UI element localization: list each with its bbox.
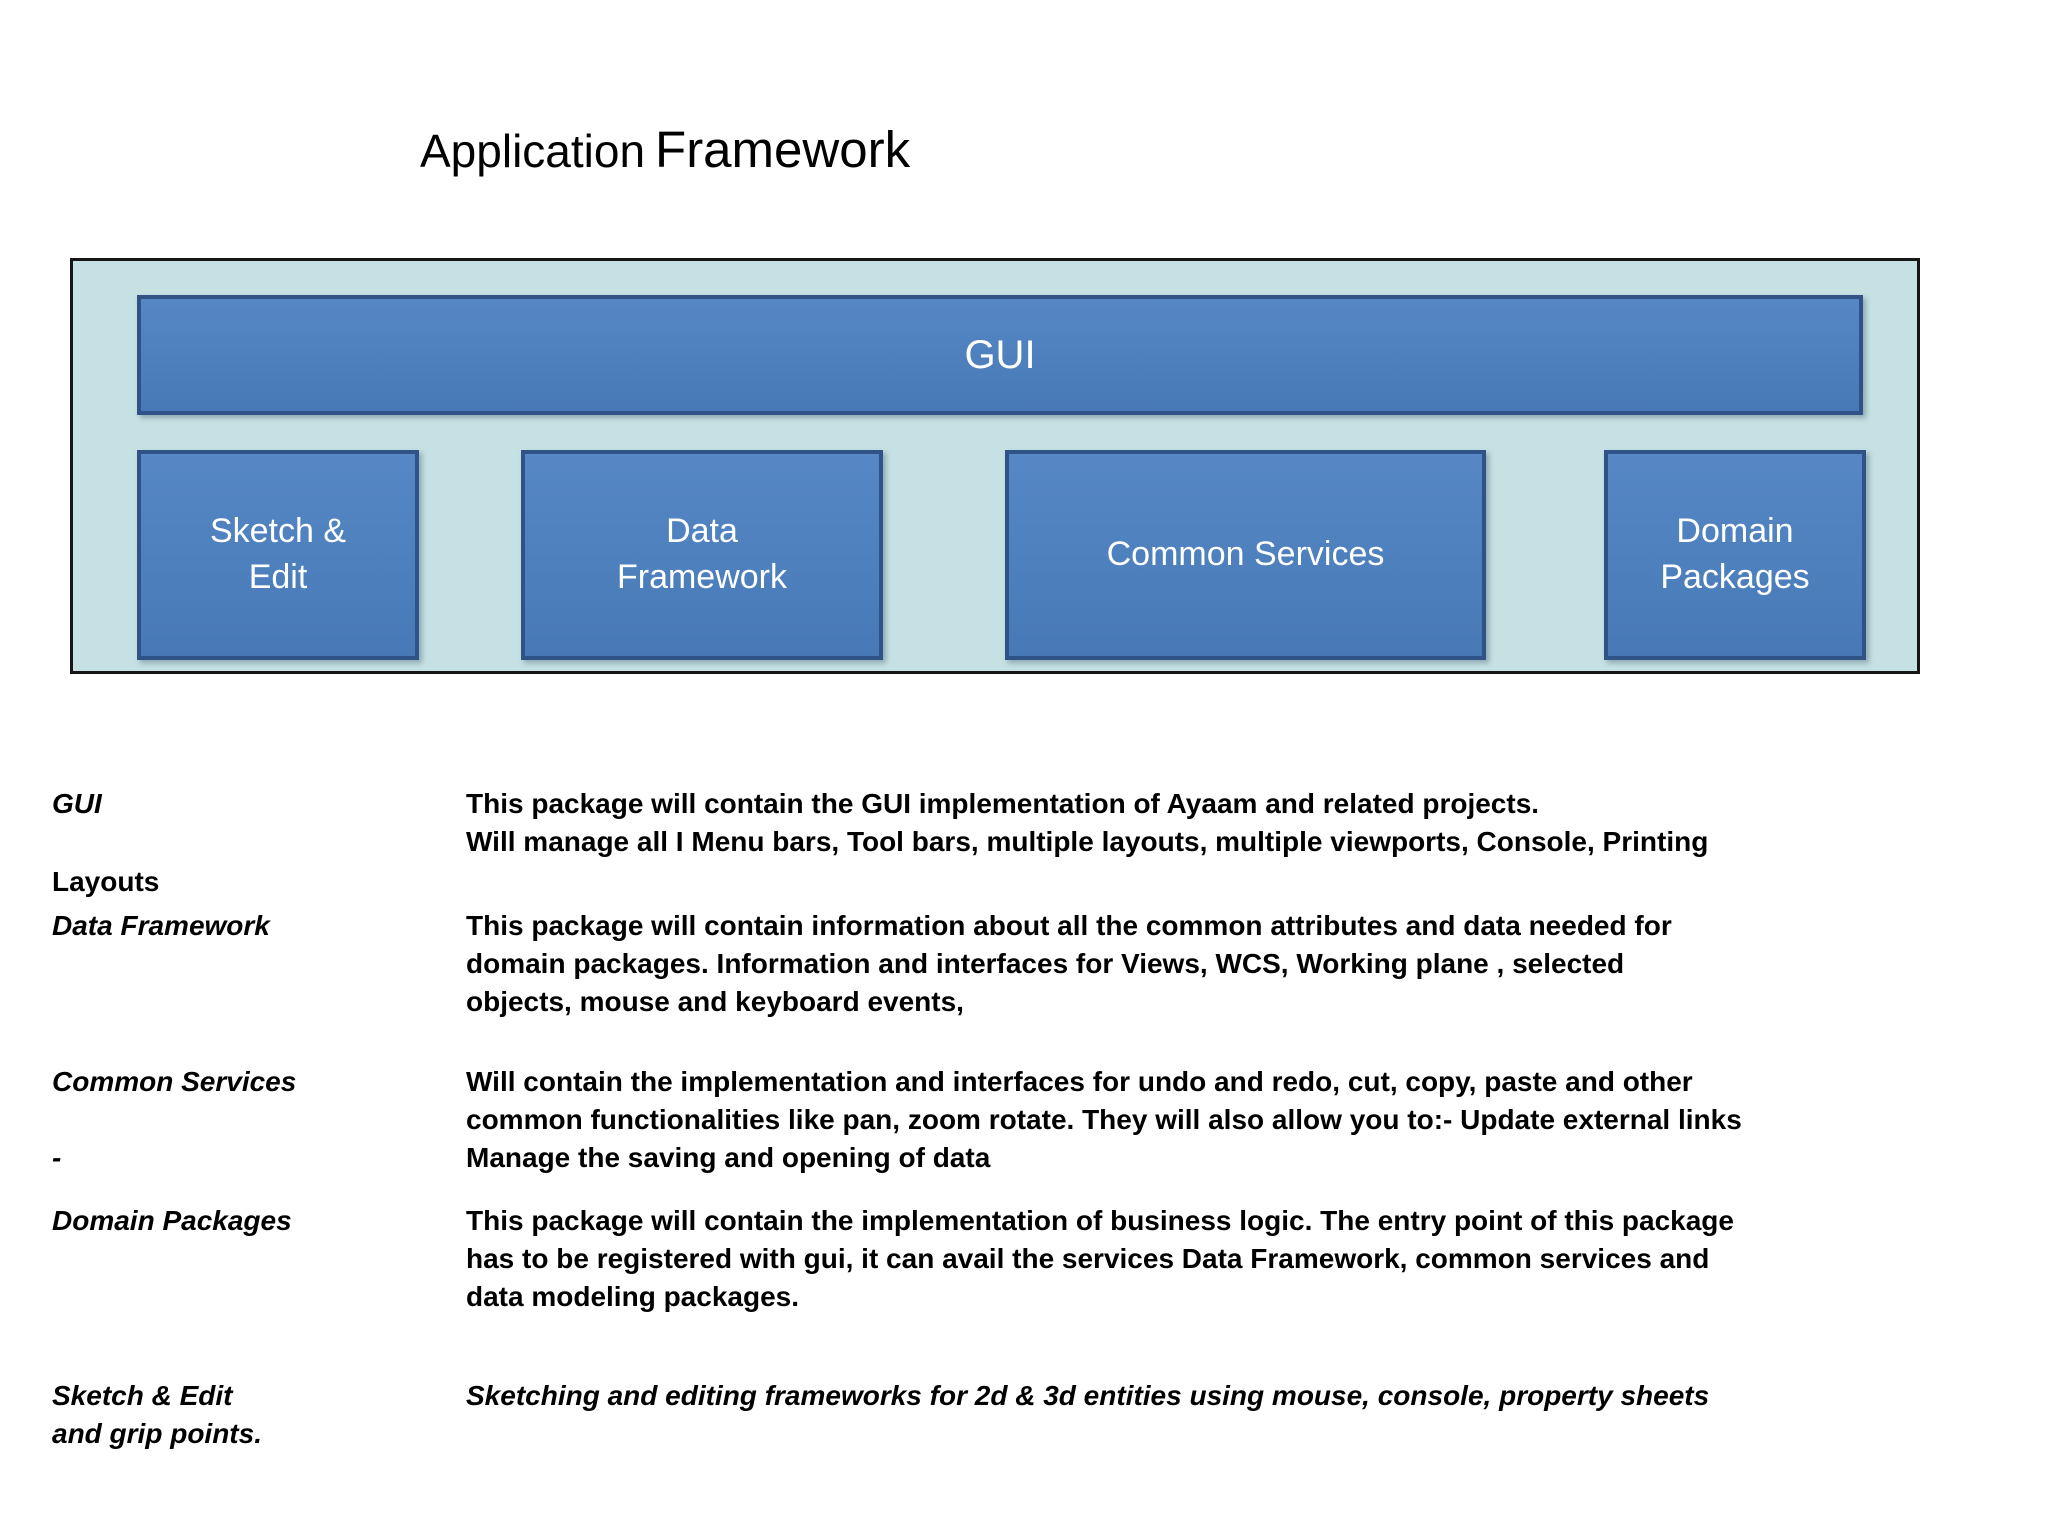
glossary-row-common-services: Common Services - Will contain the imple… — [52, 1063, 1952, 1177]
glossary-term-sketch-edit: Sketch & Edit and grip points. — [52, 1380, 262, 1449]
glossary-def-sketch-edit: Sketching and editing frameworks for 2d … — [466, 1380, 1710, 1411]
data-framework-box: Data Framework — [521, 450, 883, 660]
glossary-def-domain-packages: This package will contain the implementa… — [466, 1205, 1734, 1312]
page-title-part1: Application — [420, 125, 646, 177]
sketch-edit-box: Sketch & Edit — [137, 450, 419, 660]
glossary-def-gui: This package will contain the GUI implem… — [466, 788, 1709, 857]
glossary-row-sketch-edit: Sketch & Edit and grip points. Sketching… — [52, 1377, 1952, 1453]
framework-diagram: GUI Sketch & Edit Data Framework Common … — [70, 258, 1920, 674]
glossary-term-gui: GUI — [52, 788, 102, 819]
glossary-row-domain-packages: Domain Packages This package will contai… — [52, 1202, 1952, 1316]
common-services-box: Common Services — [1005, 450, 1486, 660]
glossary-term-layouts: Layouts — [52, 866, 160, 897]
glossary-row-layouts: Layouts — [52, 863, 1952, 901]
glossary-row-data-framework: Data Framework This package will contain… — [52, 907, 1952, 1021]
glossary-def-data-framework: This package will contain information ab… — [466, 910, 1672, 1017]
page-title-part2: Framework — [655, 121, 911, 178]
glossary: GUI This package will contain the GUI im… — [52, 785, 1952, 1453]
gui-box: GUI — [137, 295, 1863, 415]
glossary-def-layouts — [466, 863, 1952, 901]
glossary-term-domain-packages: Domain Packages — [52, 1205, 292, 1236]
glossary-term-data-framework: Data Framework — [52, 910, 270, 941]
domain-packages-box: Domain Packages — [1604, 450, 1866, 660]
glossary-def-common-services: Will contain the implementation and inte… — [466, 1066, 1742, 1173]
glossary-term-common-services: Common Services - — [52, 1066, 297, 1173]
glossary-row-gui: GUI This package will contain the GUI im… — [52, 785, 1952, 861]
